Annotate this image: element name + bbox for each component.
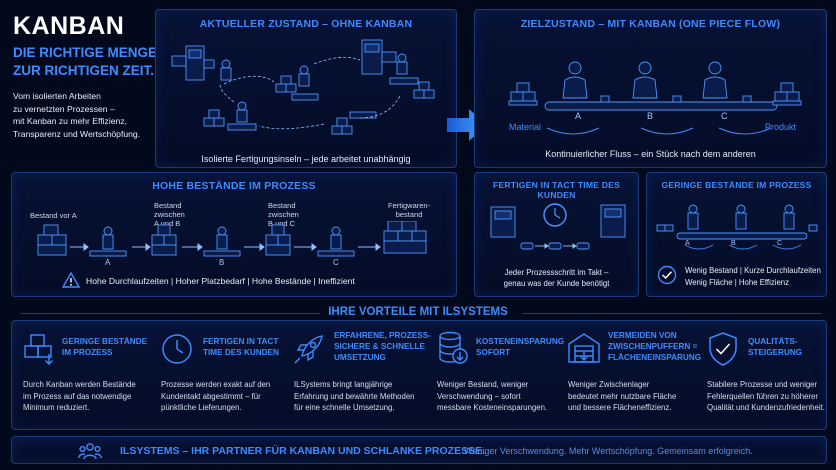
current-state-title: AKTUELLER ZUSTAND – OHNE KANBAN: [199, 18, 413, 30]
footer-title: ILSYSTEMS – IHR PARTNER FÜR KANBAN UND S…: [120, 445, 485, 457]
page-title: KANBAN: [13, 12, 125, 40]
stock-station-a: A: [105, 258, 111, 267]
footer-claim: Weniger Verschwendung. Mehr Wertschöpfun…: [464, 446, 753, 456]
benefits-title: IHRE VORTEILE MIT ILSYSTEMS: [328, 306, 508, 318]
clock-icon: [162, 334, 192, 364]
footer-banner: ILSYSTEMS – IHR PARTNER FÜR KANBAN UND S…: [11, 436, 827, 464]
high-stock-panel: HOHE BESTÄNDE IM PROZESS Bestand vor A B…: [11, 172, 457, 297]
team-icon: [78, 443, 102, 460]
boxes-down-icon: [24, 334, 53, 365]
target-product-label: Produkt: [765, 122, 797, 132]
current-state-panel: AKTUELLER ZUSTAND – OHNE KANBAN: [155, 9, 457, 168]
high-stock-illustration: [37, 221, 427, 257]
tagline-line-1: DIE RICHTIGE MENGE.: [13, 45, 161, 60]
takt-title: FERTIGEN IN TACT TIME DES KUNDEN: [492, 180, 621, 200]
takt-illustration: [490, 203, 626, 250]
low-station-a: A: [685, 240, 690, 247]
current-state-caption: Isolierte Fertigungsinseln – jede arbeit…: [201, 154, 411, 164]
benefits-divider-right: [522, 313, 822, 314]
high-stock-title: HOHE BESTÄNDE IM PROZESS: [152, 180, 316, 192]
stock-label-before-a: Bestand vor A: [30, 211, 77, 220]
target-state-title: ZIELZUSTAND – MIT KANBAN (ONE PIECE FLOW…: [520, 18, 781, 30]
low-stock-illustration: [656, 204, 818, 250]
low-station-c: C: [777, 240, 783, 247]
target-material-label: Material: [509, 122, 542, 132]
stock-label-finished: Fertigwaren-bestand: [388, 201, 431, 219]
one-piece-flow-illustration: [508, 61, 802, 111]
low-station-b: B: [731, 240, 736, 247]
low-stock-title: GERINGE BESTÄNDE IM PROZESS: [661, 180, 812, 190]
rocket-icon: [294, 335, 323, 364]
target-state-panel: ZIELZUSTAND – MIT KANBAN (ONE PIECE FLOW…: [474, 9, 827, 168]
high-stock-warning-text: Hohe Durchlaufzeiten | Hoher Platzbedarf…: [86, 276, 355, 286]
target-state-caption: Kontinuierlicher Fluss – ein Stück nach …: [545, 149, 756, 159]
low-stock-panel: GERINGE BESTÄNDE IM PROZESS A B C Wenig …: [646, 172, 827, 297]
isolated-islands-illustration: [171, 39, 435, 135]
flow-arrows: [546, 127, 772, 135]
target-station-b: B: [647, 111, 654, 121]
benefits-panel: [11, 320, 827, 430]
check-circle-icon: [657, 265, 677, 285]
warning-icon: [62, 272, 80, 288]
target-station-a: A: [575, 111, 582, 121]
benefit-6-title: QUALITÄTS-STEIGERUNG: [748, 337, 803, 357]
shield-check-icon: [709, 332, 737, 366]
warehouse-icon: [568, 333, 600, 363]
stock-station-c: C: [333, 258, 339, 267]
target-station-c: C: [721, 111, 728, 121]
takt-panel: FERTIGEN IN TACT TIME DES KUNDEN Jeder P…: [474, 172, 639, 297]
coins-down-icon: [439, 331, 468, 364]
benefits-divider-left: [20, 313, 320, 314]
stock-station-b: B: [219, 258, 225, 267]
takt-caption: Jeder Prozessschritt im Takt –genau was …: [503, 268, 610, 288]
intro-text: Vom isolierten Arbeiten zu vernetzten Pr…: [13, 91, 141, 139]
tagline-line-2: ZUR RICHTIGEN ZEIT.: [13, 63, 154, 78]
